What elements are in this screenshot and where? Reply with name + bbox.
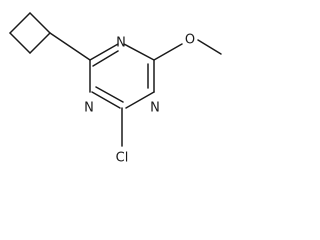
triazine-bond — [91, 91, 121, 109]
triazine-bond — [89, 43, 119, 61]
triazine-bond — [92, 50, 119, 67]
cyclobutane-bond — [9, 32, 31, 54]
atom-n-left: N — [84, 101, 94, 116]
cyclobutane-bond — [9, 12, 31, 34]
atom-n-top: N — [116, 36, 126, 51]
molecule-structure: N N N O Cl — [9, 12, 222, 166]
triazine-bond — [95, 86, 124, 103]
triazine-bond — [125, 91, 155, 109]
atom-oxygen: O — [185, 33, 195, 48]
atom-n-right: N — [150, 101, 160, 116]
methoxy-bond — [153, 43, 183, 61]
cyclobutane-bond — [29, 32, 51, 54]
triazine-bond — [123, 43, 155, 61]
cyclobutyl-triazine-bond — [49, 32, 91, 61]
atom-chlorine: Cl — [116, 151, 129, 166]
methoxy-bond — [197, 39, 222, 55]
cyclobutane-bond — [29, 12, 51, 34]
